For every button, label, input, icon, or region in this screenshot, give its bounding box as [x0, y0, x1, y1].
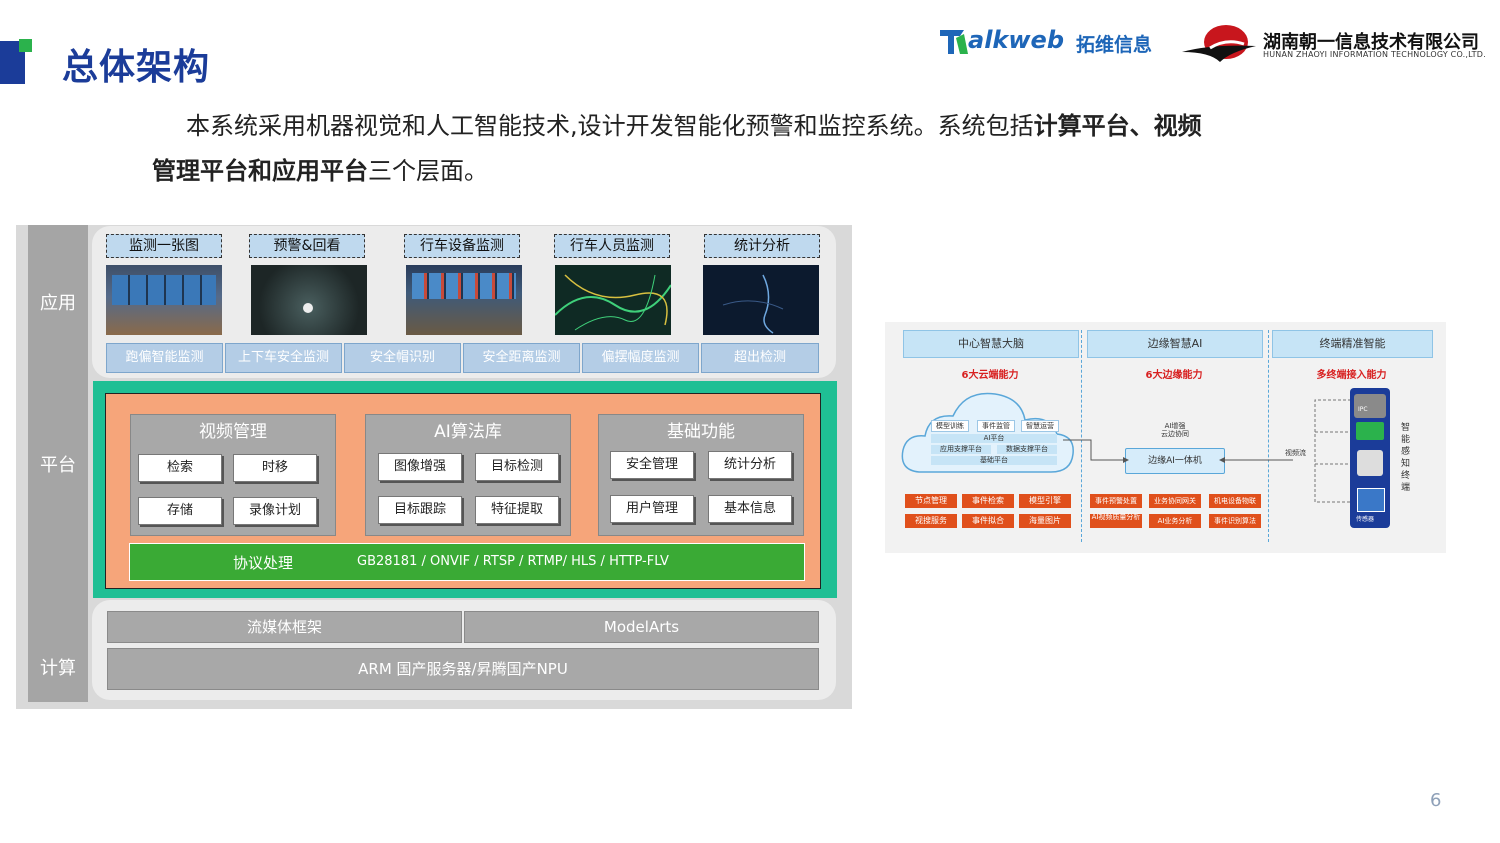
edge-func-iot: 机电设备物联: [1209, 494, 1261, 508]
app-feature-boarding: 上下车安全监测: [225, 343, 342, 373]
cloud-func-model-engine: 模型引擎: [1019, 494, 1071, 508]
app-header-equipment: 行车设备监测: [404, 234, 520, 258]
cloud-item-data-support: 数据支撑平台: [997, 445, 1057, 454]
cloud-item-training: 模型训练: [931, 420, 969, 432]
cloud-item-base-platform: 基础平台: [931, 456, 1057, 465]
layer-label-platform: 平台: [40, 455, 76, 476]
app-feature-helmet: 安全帽识别: [344, 343, 461, 373]
cloud-func-event-fit: 事件拟合: [962, 514, 1014, 528]
module-item-statistics: 统计分析: [708, 451, 792, 479]
edge-func-gateway: 业务协同网关: [1149, 494, 1201, 508]
ipc-label: IPC: [1358, 406, 1368, 413]
video-stream-label: 视频流: [1285, 449, 1306, 457]
edge-func-event-handle: 事件预警处置: [1090, 494, 1142, 508]
app-header-map: 监测一张图: [106, 234, 222, 258]
cloud-func-images: 海量图片: [1019, 514, 1071, 528]
talkweb-logo: alkweb 拓维信息: [940, 26, 1155, 58]
module-item-feature-extraction: 特征提取: [475, 496, 559, 524]
cloud-item-operation: 智慧运营: [1021, 420, 1059, 432]
app-header-personnel: 行车人员监测: [554, 234, 670, 258]
page-title: 总体架构: [62, 47, 211, 88]
zhaoyi-logo: 湖南朝一信息技术有限公司 HUNAN ZHAOYI INFORMATION TE…: [1180, 22, 1486, 68]
zhaoyi-emblem-icon: [1182, 25, 1256, 62]
module-basic-functions: 基础功能 安全管理 统计分析 用户管理 基本信息: [598, 414, 804, 536]
talkweb-cn-text: 拓维信息: [1076, 34, 1153, 56]
edge-func-recognition: 事件识别算法: [1209, 514, 1261, 528]
app-feature-deviation: 跑偏智能监测: [106, 343, 223, 373]
protocol-bar: 协议处理 GB28181 / ONVIF / RTSP / RTMP/ HLS …: [129, 543, 805, 581]
app-header-statistics: 统计分析: [704, 234, 820, 258]
zhaoyi-en-text: HUNAN ZHAOYI INFORMATION TECHNOLOGY CO.,…: [1263, 50, 1486, 59]
module-item-basic-info: 基本信息: [708, 495, 792, 523]
compute-hardware: ARM 国产服务器/昇腾国产NPU: [107, 648, 819, 690]
app-feature-distance: 安全距离监测: [463, 343, 580, 373]
module-item-storage: 存储: [138, 497, 222, 525]
cloud-func-video-search: 视搜服务: [905, 514, 957, 528]
cloud-item-ai-platform: AI平台: [931, 434, 1057, 443]
edge-func-video-quality: AI视频质量分析: [1090, 514, 1142, 528]
protocol-label: 协议处理: [233, 554, 294, 572]
thumbnail-map: [555, 265, 671, 335]
intro-text-2: 三个层面。: [368, 157, 488, 185]
protocol-list: GB28181 / ONVIF / RTSP / RTMP/ HLS / HTT…: [357, 554, 669, 569]
module-ai-algorithms: AI算法库 图像增强 目标检测 目标跟踪 特征提取: [365, 414, 571, 536]
intro-bold-2: 管理平台和应用平台: [152, 157, 368, 185]
edge-header-center: 中心智慧大脑: [903, 330, 1079, 358]
module-title: 基础功能: [667, 422, 735, 442]
app-header-warning: 预警&回看: [249, 234, 365, 258]
talkweb-latin-text: alkweb: [968, 26, 1065, 54]
edge-func-business: AI业务分析: [1149, 514, 1201, 528]
layer-label-compute: 计算: [40, 658, 76, 679]
thumbnail-monitor-wall: [106, 265, 222, 335]
edge-architecture-diagram: 中心智慧大脑 边缘智慧AI 终端精准智能 6大云端能力 6大边缘能力 多终端接入…: [885, 322, 1446, 553]
compute-streaming-framework: 流媒体框架: [107, 611, 462, 643]
cloud-func-event-search: 事件检索: [962, 494, 1014, 508]
intro-bold-1: 计算平台、视频: [1033, 112, 1202, 140]
module-item-recording-plan: 录像计划: [233, 497, 317, 525]
edge-collab-note: AI增强 云边协同: [1161, 422, 1189, 438]
module-item-search: 检索: [138, 454, 222, 482]
zhaoyi-cn-text: 湖南朝一信息技术有限公司: [1263, 32, 1479, 53]
title-accent-square: [19, 39, 32, 52]
cloud-item-app-support: 应用支撑平台: [931, 445, 991, 454]
cloud-item-supervision: 事件监管: [977, 420, 1015, 432]
edge-header-edge: 边缘智慧AI: [1087, 330, 1263, 358]
app-feature-swing: 偏摆幅度监测: [582, 343, 699, 373]
edge-connector-arrows: [1063, 439, 1293, 463]
terminal-label: 智能感知终端: [1401, 423, 1411, 493]
intro-text-1: 本系统采用机器视觉和人工智能技术,设计开发智能化预警和监控系统。系统包括: [186, 112, 1034, 140]
sensor-label: 传感器: [1356, 516, 1375, 523]
thumbnail-control-room: [406, 265, 522, 335]
module-title: 视频管理: [199, 422, 267, 442]
thumbnail-playback: [251, 265, 367, 335]
intro-paragraph: 本系统采用机器视觉和人工智能技术,设计开发智能化预警和监控系统。系统包括计算平台…: [152, 104, 1262, 194]
module-item-user-management: 用户管理: [610, 495, 694, 523]
edge-capability-terminal: 多终端接入能力: [1316, 370, 1387, 381]
talkweb-t-mark-icon: [940, 30, 968, 54]
edge-capability-cloud: 6大云端能力: [961, 370, 1019, 381]
terminal-device-column: IPC 传感器: [1350, 388, 1390, 528]
module-item-image-enhance: 图像增强: [378, 453, 462, 481]
layer-label-application: 应用: [40, 293, 76, 314]
terminal-connector-lines: [1314, 399, 1351, 503]
layer-label-column: 应用 平台 计算: [28, 225, 88, 702]
edge-header-terminal: 终端精准智能: [1272, 330, 1433, 358]
compute-modelarts: ModelArts: [464, 611, 819, 643]
module-item-security: 安全管理: [610, 451, 694, 479]
thumbnail-statistics: [703, 265, 819, 335]
edge-divider-2: [1268, 330, 1269, 542]
module-video-management: 视频管理 检索 时移 存储 录像计划: [130, 414, 336, 536]
app-feature-overlimit: 超出检测: [701, 343, 819, 373]
edge-capability-edge: 6大边缘能力: [1145, 370, 1203, 381]
cloud-func-node: 节点管理: [905, 494, 957, 508]
module-item-object-detection: 目标检测: [475, 453, 559, 481]
module-item-object-tracking: 目标跟踪: [378, 496, 462, 524]
edge-divider-1: [1081, 330, 1082, 542]
module-item-timeshift: 时移: [233, 454, 317, 482]
module-title: AI算法库: [434, 422, 502, 442]
page-number: 6: [1430, 790, 1442, 811]
